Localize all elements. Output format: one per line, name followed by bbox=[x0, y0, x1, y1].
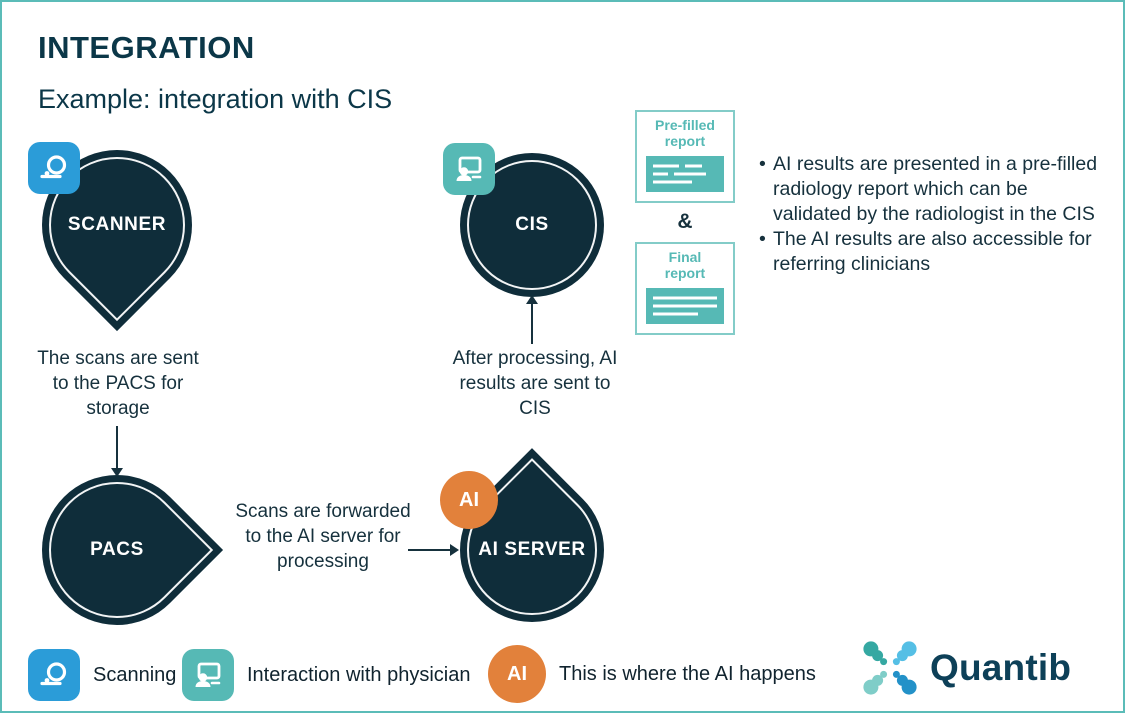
physician-icon-glyph bbox=[195, 662, 221, 687]
legend-ai: AI This is where the AI happens bbox=[488, 645, 816, 703]
ai-icon: AI bbox=[488, 645, 546, 703]
final-report-card: Final report bbox=[635, 242, 735, 335]
quantib-logo: Quantib bbox=[858, 636, 1071, 700]
scanner-icon-glyph bbox=[40, 662, 67, 686]
arrow-pacs-to-ai-server bbox=[408, 549, 450, 551]
legend-physician-label: Interaction with physician bbox=[247, 663, 471, 686]
reports-ampersand: & bbox=[677, 210, 693, 233]
legend-ai-label: This is where the AI happens bbox=[559, 662, 816, 685]
scanner-label: SCANNER bbox=[67, 214, 167, 235]
final-report-title: Final report bbox=[664, 249, 706, 281]
quantib-logo-text: Quantib bbox=[930, 647, 1072, 688]
physician-icon bbox=[182, 649, 234, 701]
prefilled-report-title: Pre-filled report bbox=[655, 117, 715, 149]
notes-list: AI results are presented in a pre-filled… bbox=[759, 152, 1107, 277]
arrow-ai-server-to-cis bbox=[531, 304, 533, 344]
scanner-icon bbox=[28, 649, 80, 701]
ai-badge: AI bbox=[440, 471, 498, 529]
cis-label: CIS bbox=[515, 214, 549, 235]
scanner-icon-glyph bbox=[40, 155, 67, 179]
quantib-logo-mark bbox=[863, 641, 917, 695]
node-pacs: PACS bbox=[10, 443, 224, 657]
ai-server-label: AI SERVER bbox=[478, 539, 586, 560]
physician-icon bbox=[443, 143, 495, 195]
note-item-1: AI results are presented in a pre-filled… bbox=[759, 152, 1107, 227]
legend-physician: Interaction with physician bbox=[182, 646, 470, 704]
note-item-2: The AI results are also accessible for r… bbox=[759, 227, 1107, 277]
legend-scanning: Scanning bbox=[28, 646, 176, 704]
pacs-label: PACS bbox=[90, 539, 144, 560]
scanner-icon bbox=[28, 142, 80, 194]
caption-scanner-to-pacs: The scans are sent to the PACS for stora… bbox=[37, 348, 199, 420]
caption-ai-to-cis: After processing, AI results are sent to… bbox=[452, 348, 618, 420]
caption-pacs-to-ai: Scans are forwarded to the AI server for… bbox=[235, 501, 411, 573]
legend-scanning-label: Scanning bbox=[93, 663, 177, 686]
cis-pin-ring bbox=[467, 160, 597, 290]
prefilled-report-icon bbox=[646, 156, 724, 192]
physician-icon-glyph bbox=[456, 156, 482, 181]
arrow-scanner-to-pacs bbox=[116, 426, 118, 468]
node-ai-server: AI SERVER bbox=[430, 448, 634, 652]
page-title: INTEGRATION bbox=[38, 30, 255, 65]
prefilled-report-card: Pre-filled report bbox=[635, 110, 735, 203]
node-scanner: SCANNER bbox=[10, 118, 224, 332]
final-report-icon bbox=[646, 288, 724, 324]
page-subtitle: Example: integration with CIS bbox=[38, 84, 393, 114]
